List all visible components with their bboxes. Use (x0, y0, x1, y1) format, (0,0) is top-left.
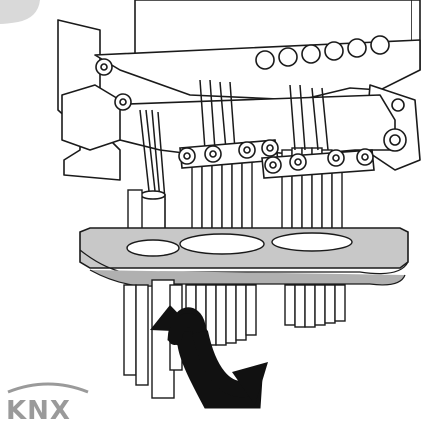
device-housing (57, 0, 421, 181)
corner-tab (0, 0, 40, 24)
housing-screws (95, 58, 407, 152)
gasket-plate (79, 227, 409, 287)
knx-logo-text: KNX (6, 396, 71, 426)
cables-below-right (284, 284, 346, 328)
conductor-wires (139, 79, 329, 201)
curved-arrow-icon (150, 305, 268, 409)
knx-logo-icon (7, 382, 89, 394)
terminal-row (255, 35, 390, 70)
clamp-bars (178, 139, 375, 179)
